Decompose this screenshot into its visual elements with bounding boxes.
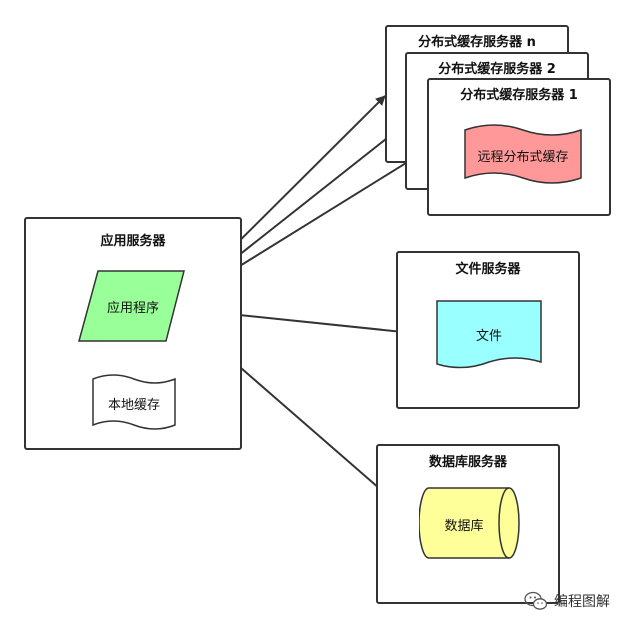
watermark-text: 编程图解: [554, 594, 610, 610]
cache-server-2-title: 分布式缓存服务器 2: [438, 62, 556, 77]
file-server-title: 文件服务器: [455, 262, 521, 277]
db-server-title: 数据库服务器: [428, 455, 507, 470]
watermark: 编程图解: [524, 590, 610, 612]
database-shape[interactable]: [419, 487, 521, 559]
local-cache-label: 本地缓存: [107, 398, 160, 413]
database-label: 数据库: [444, 519, 484, 534]
app-program-label: 应用程序: [106, 301, 159, 316]
remote-cache-shape[interactable]: [464, 124, 582, 184]
app-program-shape[interactable]: [78, 270, 188, 342]
wechat-icon: [524, 591, 548, 610]
file-label: 文件: [475, 329, 502, 344]
app-server-title: 应用服务器: [100, 234, 166, 249]
cache-server-n-title: 分布式缓存服务器 n: [418, 35, 536, 50]
local-cache-shape[interactable]: [92, 374, 176, 430]
file-shape[interactable]: [436, 300, 542, 372]
cache-server-1-title: 分布式缓存服务器 1: [460, 88, 578, 103]
remote-cache-label: 远程分布式缓存: [477, 150, 569, 165]
